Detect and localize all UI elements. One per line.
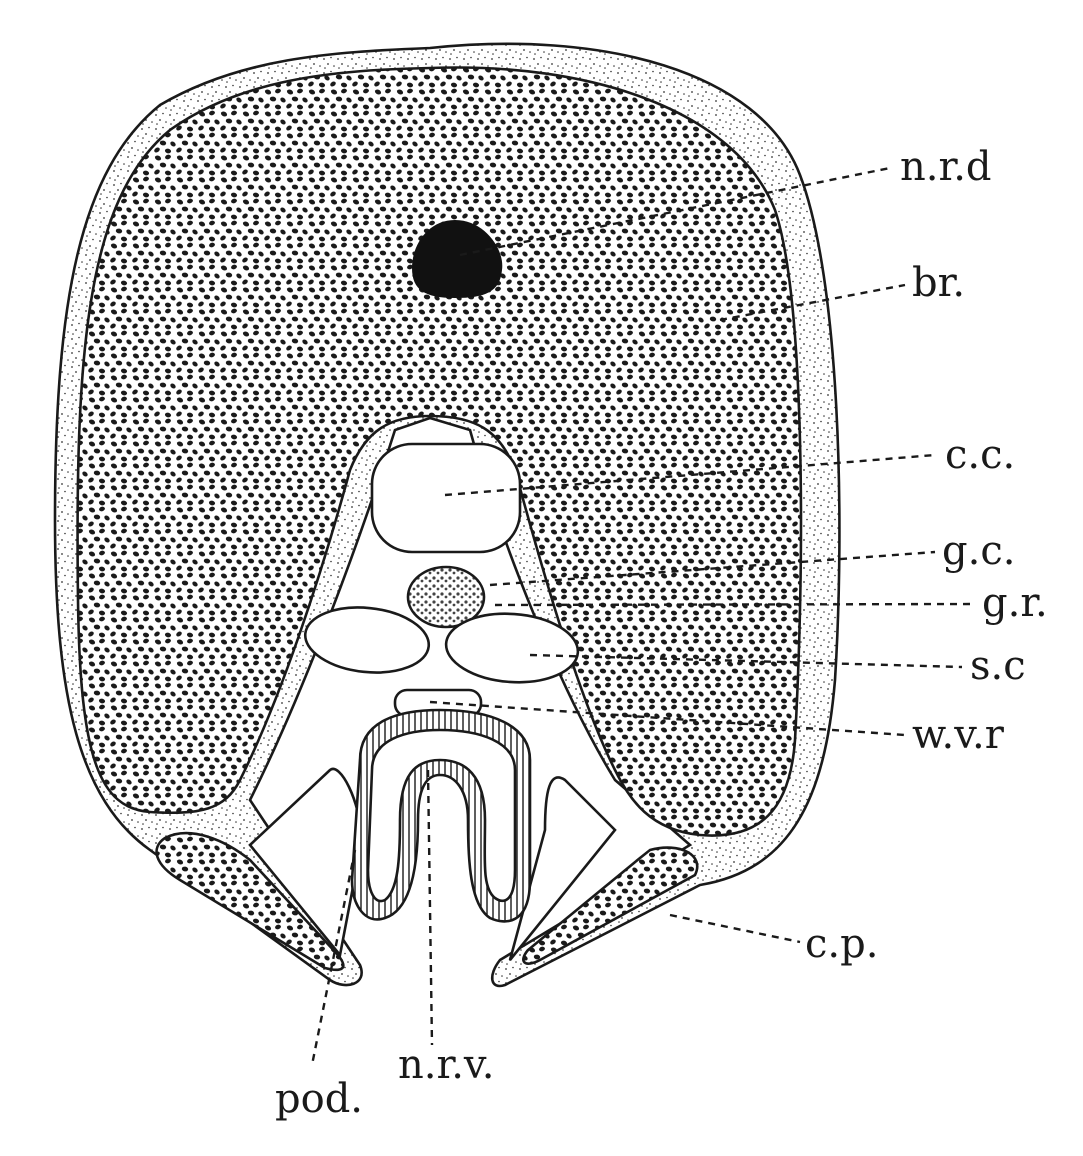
- label-gc: g.c.: [942, 528, 1015, 574]
- leader-gr: [494, 602, 976, 607]
- leader-lines: [310, 166, 976, 1066]
- label-gr: g.r.: [982, 580, 1048, 626]
- label-pod: pod.: [275, 1076, 363, 1122]
- central-canal: [370, 442, 522, 554]
- label-sc: s.c: [970, 643, 1026, 689]
- label-cc: c.c.: [945, 432, 1015, 478]
- leader-br: [719, 283, 906, 322]
- brain-mass: [76, 66, 803, 837]
- pod-cavity-right: [508, 776, 617, 961]
- dorsal-nerve-root: [412, 220, 503, 298]
- sinus-cavity-left: [303, 606, 431, 674]
- label-br: br.: [912, 260, 965, 306]
- label-cp: c.p.: [805, 921, 878, 967]
- leader-gc: [489, 550, 936, 587]
- right-lower-lobe: [522, 846, 699, 965]
- sinus-cavity-right: [444, 612, 580, 684]
- leader-cc: [444, 453, 936, 497]
- label-wvr: w.v.r: [912, 712, 1005, 758]
- label-nrv: n.r.v.: [398, 1042, 494, 1088]
- label-nrd: n.r.d: [900, 144, 992, 190]
- leader-wvr: [429, 700, 906, 737]
- leader-cp: [669, 913, 801, 944]
- left-lower-lobe: [155, 831, 345, 972]
- ventral-fold-inner: [366, 728, 517, 903]
- leader-nrd: [459, 166, 891, 257]
- leader-nrv: [426, 769, 434, 1046]
- ganglion-root: [406, 565, 486, 629]
- leader-pod: [310, 849, 357, 1066]
